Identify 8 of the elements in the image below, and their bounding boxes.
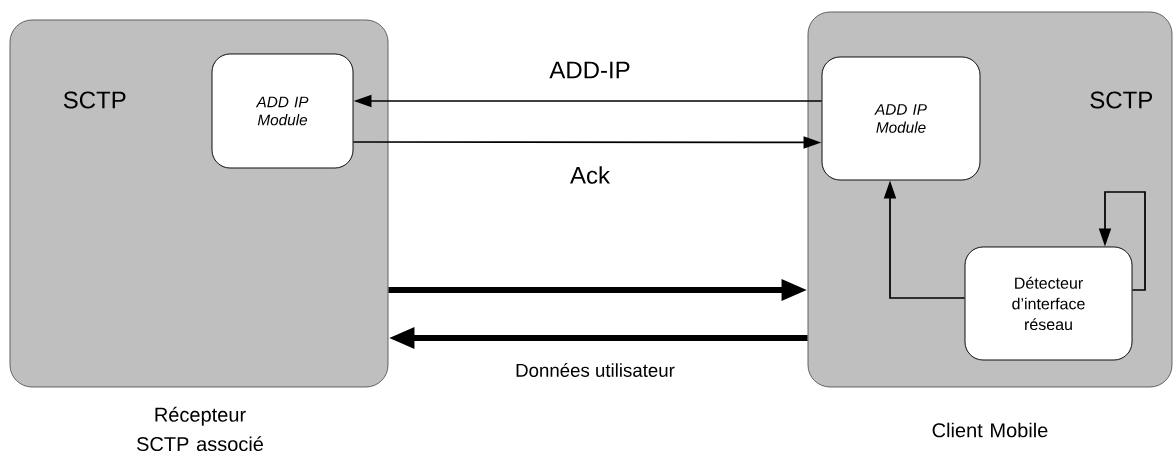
edge-label: Données utilisateur [516, 363, 675, 377]
node-label: Client Mobile [932, 422, 1048, 438]
edge-label: ADD-IP [549, 61, 630, 79]
edge-label: Ack [570, 166, 611, 184]
node-label: Récepteur SCTP associé [137, 406, 263, 452]
module-box: ADD IP Module [821, 56, 981, 181]
detector-box: Détecteur d’interface réseau [964, 246, 1133, 361]
module-box: ADD IP Module [211, 53, 354, 169]
